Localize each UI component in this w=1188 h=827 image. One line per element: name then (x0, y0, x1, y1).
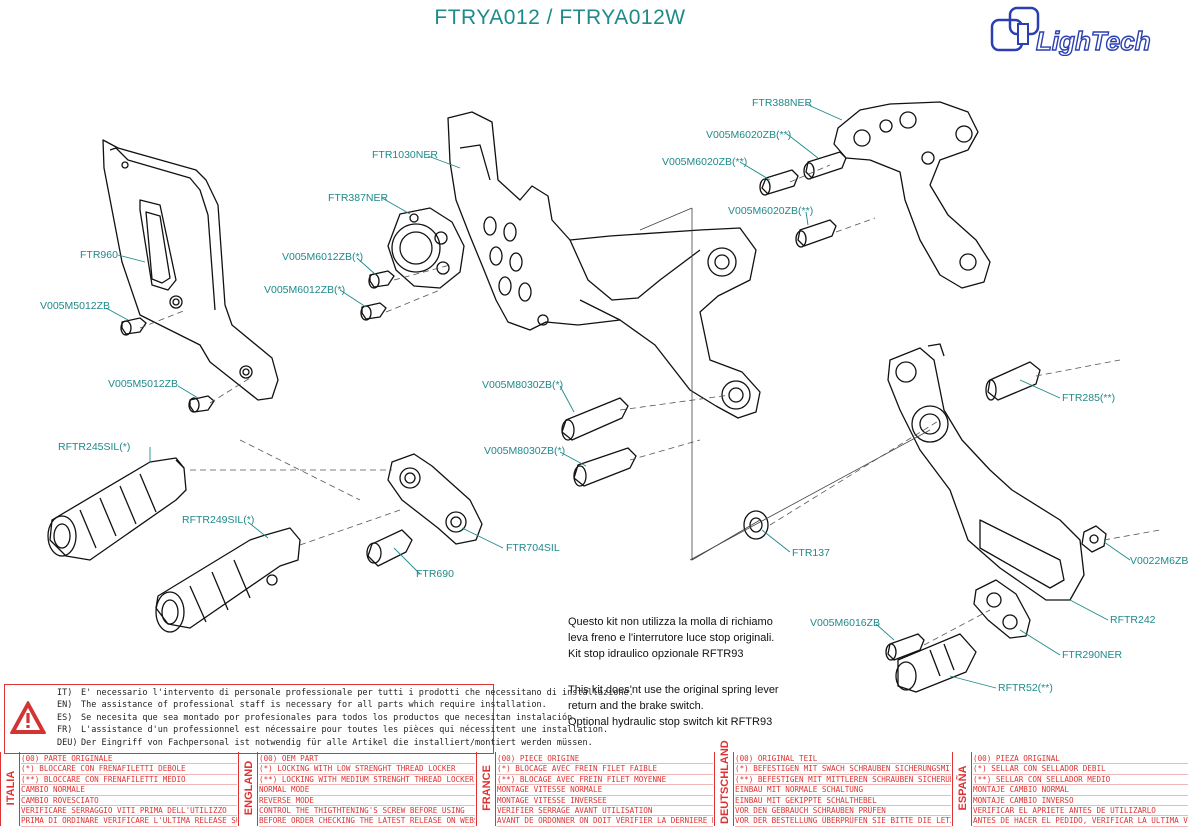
legend-country: ITALIA (5, 770, 17, 806)
legend-row: (*) BLOCCARE CON FRENAFILETTI DEBOLE (21, 764, 237, 775)
warning-line: ES)Se necesita que sea montado por profe… (57, 712, 578, 723)
part-label-v005m5012zb-a: V005M5012ZB (40, 300, 111, 312)
warning-line: FR)L'assistance d'un professionnel est n… (57, 725, 609, 736)
part-label-ftr387ner: FTR387NER (328, 192, 389, 204)
exploded-diagram (47, 101, 1161, 693)
logo-wordmark: LighTech (1036, 26, 1151, 56)
part-label-v005m6016zb: V005M6016ZB (810, 617, 881, 629)
part-label-rftr249sil: RFTR249SIL(*) (182, 514, 255, 526)
legend-row: (**) BEFESTIGEN MIT MITTLEREN SCHRAUBEN … (735, 774, 951, 786)
legend-row: CAMBIO NORMALE (21, 785, 237, 796)
legend-country: DEUTSCHLAND (719, 740, 731, 824)
legend-row: (00) PIECE ORIGINE (497, 754, 713, 765)
legend-row: NORMAL MODE (259, 785, 475, 796)
legend-country: ESPAÑA (957, 765, 969, 811)
warning-line: EN)The assistance of professional staff … (57, 700, 547, 711)
part-label-ftr388ner: FTR388NER (752, 97, 813, 109)
part-label-ftr690: FTR690 (416, 568, 454, 580)
legend-country: FRANCE (481, 765, 493, 811)
legend-row: (*) BEFESTIGEN MIT SWACH SCHRAUBEN SICHE… (735, 764, 951, 775)
legend-table: ITALIA (00) PARTE ORIGINALE (*) BLOCCARE… (0, 740, 1188, 827)
legend-row: AVANT DE ORDONNER ON DOIT VÉRIFIER LA DE… (497, 816, 713, 827)
part-label-rftr52: RFTR52(**) (998, 682, 1053, 694)
part-label-v005m6012zb-a: V005M6012ZB(*) (282, 251, 364, 263)
part-label-ftr290ner: FTR290NER (1062, 649, 1123, 661)
warning-triangle-icon (10, 701, 46, 734)
legend-row: (00) PARTE ORIGINALE (21, 754, 237, 765)
lightech-logo-icon: LighTech (990, 6, 1151, 57)
legend-row: MONTAJE CAMBIO INVERSO (973, 796, 1188, 807)
part-label-rftr242: RFTR242 (1110, 614, 1156, 626)
note-en-line: Optional hydraulic stop switch kit RFTR9… (568, 716, 773, 728)
legend-row: (*) SELLAR CON SELLADOR DEBIL (973, 764, 1188, 775)
part-label-ftr704sil: FTR704SIL (506, 542, 560, 554)
warning-line: DEU)Der Eingriff von Fachpersonal ist no… (57, 737, 593, 748)
legend-row: CONTROL THE THIGTHTENING'S SCREW BEFORE … (259, 806, 475, 817)
legend-row: BEFORE ORDER CHECKING THE LATEST RELEASE… (259, 816, 475, 827)
legend-row: MONTAGE VITESSE INVERSEE (497, 796, 713, 807)
note-english: This kit does'nt use the original spring… (568, 682, 779, 730)
part-label-ftr137: FTR137 (792, 547, 830, 559)
legend-row: ANTES DE HACER EL PEDIDO, VERIFICAR LA U… (973, 816, 1188, 827)
part-label-v005m6012zb-b: V005M6012ZB(*) (264, 284, 346, 296)
legend-row: MONTAGE VITESSE NORMALE (497, 785, 713, 796)
part-label-ftr1030ner: FTR1030NER (372, 149, 438, 161)
part-label-v005m5012zb-b: V005M5012ZB (108, 378, 179, 390)
part-label-ftr960: FTR960 (80, 249, 118, 261)
legend-column-france: FRANCE (00) PIECE ORIGINE (*) BLOCAGE AV… (476, 752, 713, 827)
note-en-line: return and the brake switch. (568, 700, 704, 712)
legend-row: VOR DEN GEBRAUCH SCHRAUBEN PRÜFEN (735, 806, 951, 817)
legend-row: REVERSE MODE (259, 796, 475, 807)
legend-column-espana: ESPAÑA (00) PIEZA ORIGINAL (*) SELLAR CO… (952, 752, 1188, 827)
legend-row: (00) ORIGINAL TEIL (735, 754, 951, 765)
part-label-ftr285: FTR285(**) (1062, 392, 1116, 404)
legend-column-england: ENGLAND (00) OEM PART (*) LOCKING WITH L… (238, 752, 475, 827)
note-italian: Questo kit non utilizza la molla di rich… (568, 614, 774, 662)
note-it-line: Kit stop idraulico opzionale RFTR93 (568, 648, 744, 660)
warning-lines: IT)E' necessario l'intervento di persona… (57, 687, 634, 749)
part-label-v005m6020zb-b: V005M6020ZB(**) (662, 156, 748, 168)
part-label-v005m8030zb-a: V005M8030ZB(*) (482, 379, 564, 391)
legend-row: (**) LOCKING WITH MEDIUM STRENGHT THREAD… (259, 774, 475, 786)
legend-column-deutschland: DEUTSCHLAND (00) ORIGINAL TEIL (*) BEFES… (714, 740, 951, 827)
legend-row: EINBAU MIT GEKIPPTE SCHALTHEBEL (735, 796, 951, 807)
page-title: FTRYA012 / FTRYA012W (434, 6, 686, 29)
legend-row: EINBAU MIT NORMALE SCHALTUNG (735, 785, 951, 796)
note-it-line: leva freno e l'interrutore luce stop ori… (568, 632, 775, 644)
legend-column-italia: ITALIA (00) PARTE ORIGINALE (*) BLOCCARE… (0, 752, 237, 827)
legend-row: (**) BLOCCARE CON FRENAFILETTI MEDIO (21, 775, 237, 786)
legend-row: VOR DER BESTELLUNG ÜBERPRÜFEN SIE BITTE … (735, 816, 951, 827)
legend-row: VERIFICARE SERRAGGIO VITI PRIMA DELL'UTI… (21, 806, 237, 817)
legend-row: (00) PIEZA ORIGINAL (973, 754, 1188, 765)
part-label-v005m8030zb-b: V005M8030ZB(*) (484, 445, 566, 457)
legend-row: CAMBIO ROVESCIATO (21, 796, 237, 807)
legend-row: PRIMA DI ORDINARE VERIFICARE L'ULTIMA RE… (21, 816, 237, 827)
part-label-v005m6020zb-a: V005M6020ZB(**) (706, 129, 792, 141)
legend-row: (*) BLOCAGE AVEC FREIN FILET FAIBLE (497, 764, 713, 775)
part-label-v005m6020zb-c: V005M6020ZB(**) (728, 205, 814, 217)
legend-row: (**) SELLAR CON SELLADOR MEDIO (973, 775, 1188, 786)
warning-line: IT)E' necessario l'intervento di persona… (57, 688, 634, 698)
legend-row: VERIFIER SERRAGE AVANT UTILISATION (497, 806, 713, 817)
note-it-line: Questo kit non utilizza la molla di rich… (568, 616, 773, 628)
legend-row: VERIFICAR EL APRIETE ANTES DE UTILIZARLO (973, 806, 1188, 817)
legend-row: (*) LOCKING WITH LOW STRENGHT THREAD LOC… (259, 764, 475, 775)
part-label-rftr245sil: RFTR245SIL(*) (58, 441, 131, 453)
part-label-v0022m6zb: V0022M6ZB (1130, 555, 1188, 567)
installation-warning-box: IT)E' necessario l'intervento di persona… (4, 684, 634, 754)
brand-logo: LighTech (988, 6, 1168, 57)
legend-country: ENGLAND (243, 760, 255, 816)
legend-row: (00) OEM PART (259, 754, 475, 765)
legend-row: (**) BLOCAGE AVEC FREIN FILET MOYENNE (497, 775, 713, 786)
legend-row: MONTAJE CAMBIO NORMAL (973, 785, 1188, 796)
note-en-line: This kit does'nt use the original spring… (568, 684, 779, 696)
